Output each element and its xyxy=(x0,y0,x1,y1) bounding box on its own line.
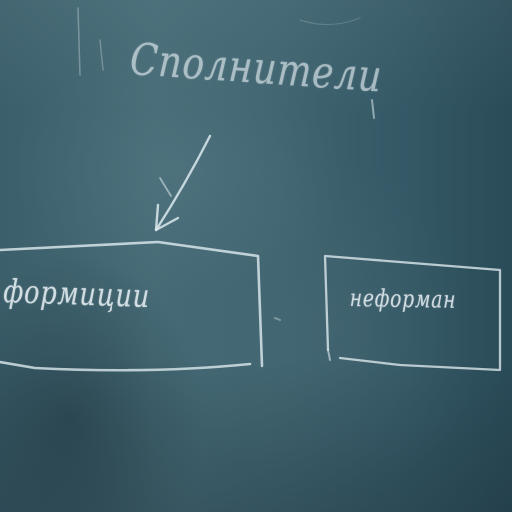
faint-dash xyxy=(274,317,281,321)
faint-scribble xyxy=(299,17,361,26)
right-box-inner-tick xyxy=(327,349,331,361)
arrow-head xyxy=(154,203,180,232)
right-box-label: неформан xyxy=(349,284,457,314)
arrow-tick xyxy=(159,177,172,197)
faint-tick-mark xyxy=(371,99,375,119)
faint-scribble xyxy=(77,7,81,76)
left-box-label: формиции xyxy=(2,272,151,316)
left-box-outline xyxy=(0,240,264,372)
arrow-shaft xyxy=(154,134,212,232)
right-box-outline xyxy=(323,254,502,372)
faint-scribble xyxy=(99,39,104,71)
